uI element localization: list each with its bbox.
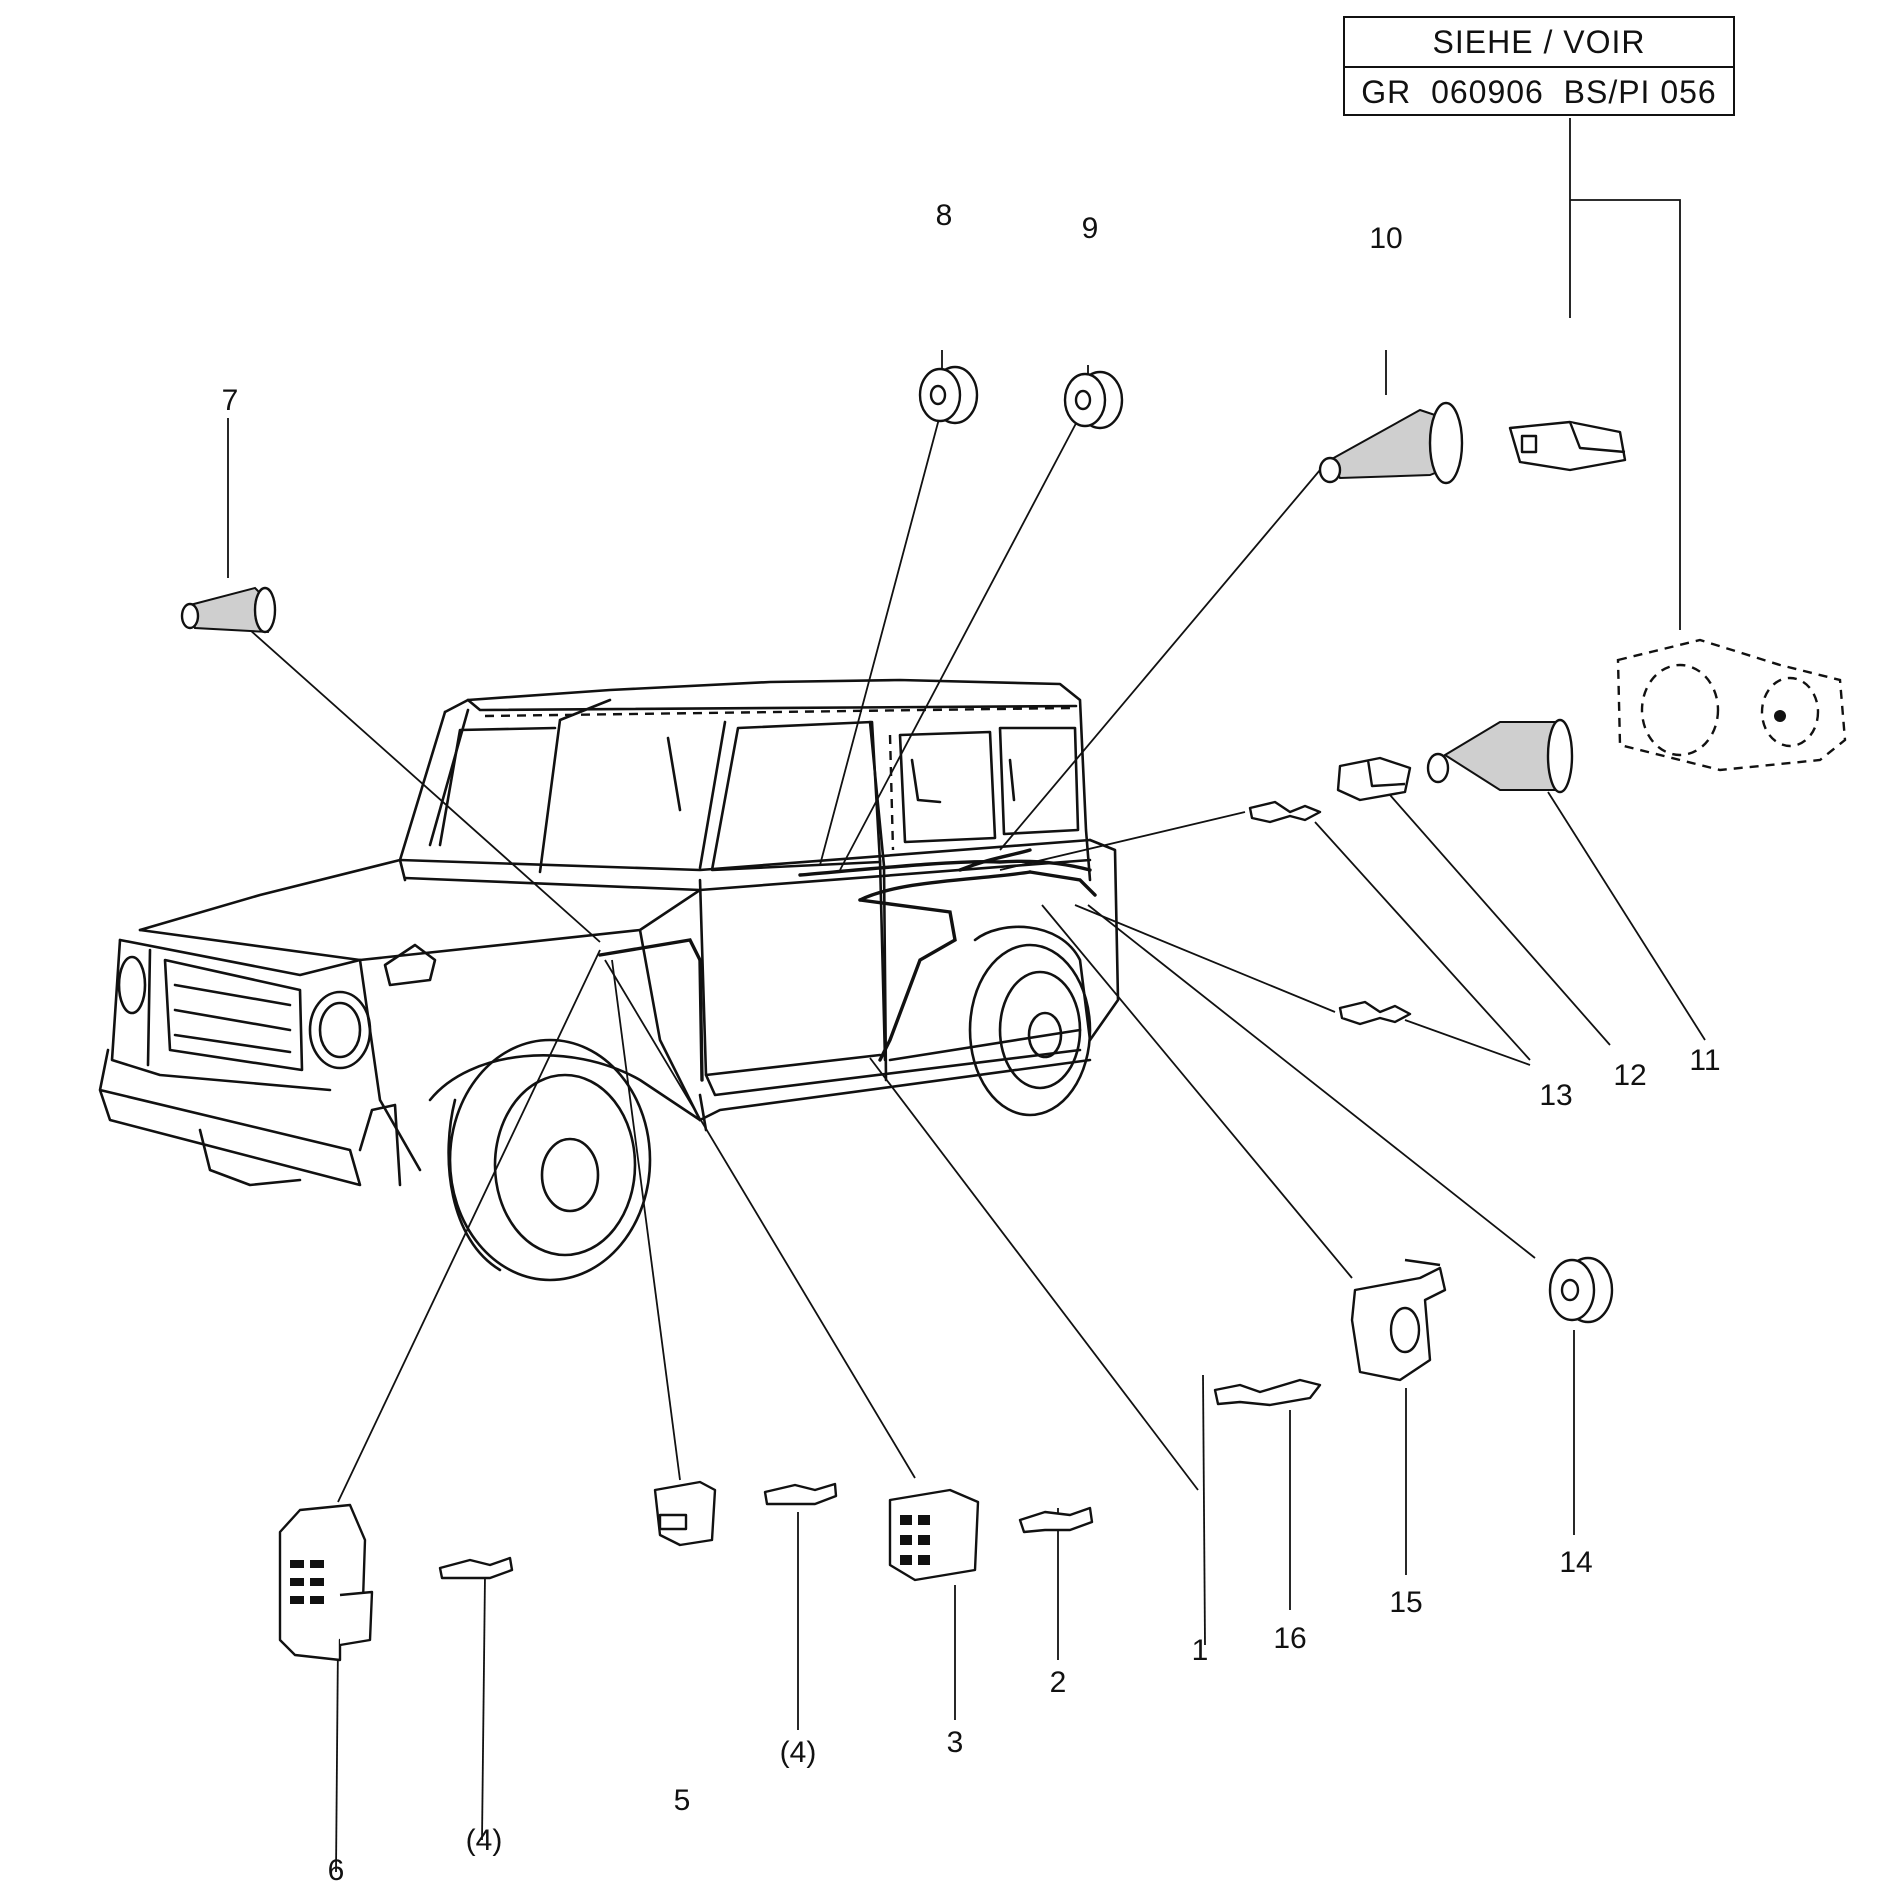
callout-7: 7: [222, 384, 239, 417]
callout-16: 16: [1273, 1622, 1306, 1655]
part-16-terminal: [1213, 1378, 1322, 1407]
part-4-terminal-middle: [763, 1482, 838, 1506]
reference-box-line-1: SIEHE / VOIR: [1345, 18, 1733, 68]
part-7-grommet: [180, 586, 277, 634]
part-10-rubber-boot: [1318, 401, 1464, 485]
part-3-connector-block: [888, 1488, 980, 1582]
callout-13: 13: [1539, 1079, 1572, 1112]
callout-labels: 1 2 3 (4) 5 (4) 6 7 8 9 10 11 12 13 14 1…: [222, 199, 1721, 1887]
part-6-connector-block: [278, 1503, 374, 1662]
callout-11: 11: [1689, 1044, 1720, 1077]
callout-1: 1: [1192, 1634, 1209, 1667]
callout-2: 2: [1050, 1666, 1067, 1699]
part-4-terminal-left: [438, 1556, 514, 1580]
part-referenced-assembly: [1616, 638, 1847, 772]
callout-8: 8: [936, 199, 953, 232]
part-12-connector: [1336, 756, 1412, 802]
callout-10: 10: [1369, 222, 1402, 255]
part-13-terminal-b: [1338, 1000, 1412, 1026]
part-5-connector: [653, 1480, 717, 1547]
part-reference-connector: [1508, 420, 1627, 472]
callout-3: 3: [947, 1726, 964, 1759]
wiring-harness: [598, 848, 1097, 1082]
part-8-grommet-ring: [918, 365, 979, 425]
part-14-grommet-ring: [1548, 1256, 1614, 1324]
callout-15: 15: [1389, 1586, 1422, 1619]
part-2-terminal: [1018, 1506, 1094, 1534]
callout-6: 6: [328, 1854, 345, 1887]
callout-4-middle: (4): [780, 1736, 817, 1769]
part-11-rubber-boot: [1426, 718, 1574, 794]
reference-box: SIEHE / VOIR GR 060906 BS/PI 056: [1343, 16, 1735, 116]
leader-lines: [227, 350, 1706, 1873]
callout-5: 5: [674, 1784, 691, 1817]
callout-4-left: (4): [466, 1824, 503, 1857]
part-9-grommet-ring: [1063, 370, 1124, 430]
reference-connector-lines: [1569, 118, 1681, 630]
part-13-terminal-a: [1248, 800, 1322, 824]
callout-9: 9: [1082, 212, 1099, 245]
callout-12: 12: [1613, 1059, 1646, 1092]
part-15-clip-holder: [1350, 1258, 1447, 1382]
callout-14: 14: [1559, 1546, 1592, 1579]
vehicle-outline: [98, 678, 1120, 1282]
reference-box-line-2: GR 060906 BS/PI 056: [1361, 73, 1717, 110]
